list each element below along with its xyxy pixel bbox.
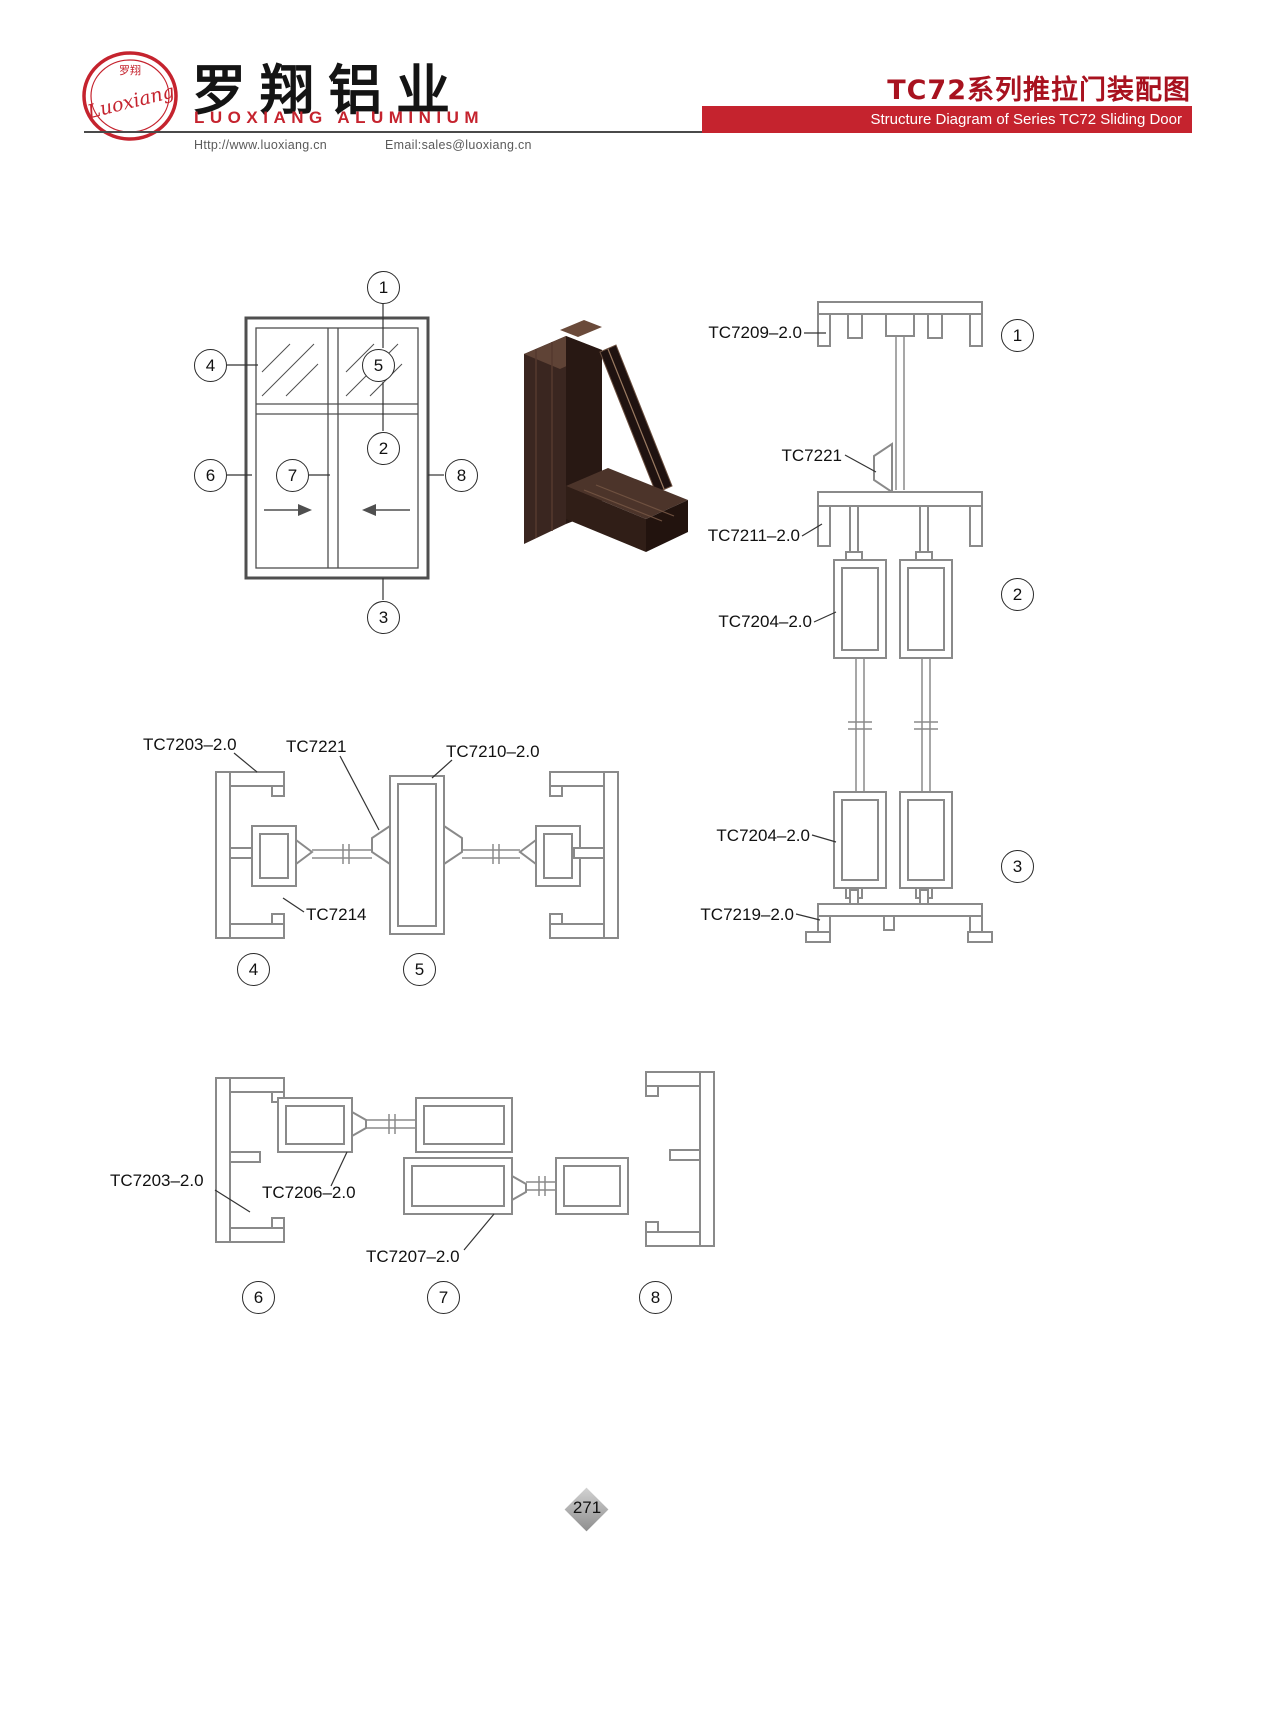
section-bottom-left-jamb <box>215 1077 285 1243</box>
callout-section-7: 7 <box>427 1281 460 1314</box>
page-title-banner: Structure Diagram of Series TC72 Sliding… <box>702 106 1192 133</box>
contact-line: Http://www.luoxiang.cn Email:sales@luoxia… <box>194 138 532 152</box>
label-tc7214: TC7214 <box>306 905 367 924</box>
logo-cn-text: 罗翔 <box>119 63 141 77</box>
callout-section-5: 5 <box>403 953 436 986</box>
label-tc7221-middle: TC7221 <box>286 737 347 756</box>
page-title-english: Structure Diagram of Series TC72 Sliding… <box>870 111 1182 128</box>
label-tc7209: TC7209–2.0 <box>708 323 802 342</box>
sill-3d-top <box>566 468 688 519</box>
brand-name-english: LUOXIANG ALUMINIUM <box>194 108 485 127</box>
section-panel-bottom-rails <box>833 791 953 899</box>
callout-elevation-5: 5 <box>362 349 395 382</box>
slide-arrow-right-icon <box>298 504 312 516</box>
callout-section-1: 1 <box>1001 319 1034 352</box>
label-tc7204-bottom: TC7204–2.0 <box>716 826 810 845</box>
section-panel-top-rails <box>833 551 953 659</box>
brand-logo: 罗翔 Luoxiang <box>80 48 180 144</box>
callout-elevation-2: 2 <box>367 432 400 465</box>
callout-elevation-1: 1 <box>367 271 400 304</box>
elevation-diagram <box>244 316 430 580</box>
label-tc7206: TC7206–2.0 <box>262 1183 356 1202</box>
hook-right <box>443 825 463 865</box>
section-middle-interlock <box>371 775 463 935</box>
label-tc7203-middle: TC7203–2.0 <box>143 735 237 754</box>
callout-elevation-7: 7 <box>276 459 309 492</box>
page-number: 271 <box>572 1498 602 1517</box>
callout-elevation-6: 6 <box>194 459 227 492</box>
corner-clip-tc7221 <box>873 442 893 494</box>
glass-lines-bottom <box>366 1114 556 1196</box>
label-tc7219: TC7219–2.0 <box>700 905 794 924</box>
profile-3d-render <box>524 320 688 552</box>
callout-elevation-8: 8 <box>445 459 478 492</box>
section-bottom-right-jamb <box>645 1071 715 1247</box>
hook-left <box>371 825 391 865</box>
section-middle-left-jamb <box>215 771 314 939</box>
section-middle-right-jamb <box>518 771 619 939</box>
glass-lines-right <box>848 658 938 792</box>
page-number-marker: 271 <box>564 1486 610 1532</box>
leader-lines <box>214 304 877 1251</box>
glass-lines-middle <box>312 844 520 864</box>
callout-section-4: 4 <box>237 953 270 986</box>
header-divider <box>84 131 702 133</box>
callout-section-2: 2 <box>1001 578 1034 611</box>
label-tc7221-right: TC7221 <box>781 446 842 465</box>
section-vertical-head <box>817 301 983 494</box>
callout-section-6: 6 <box>242 1281 275 1314</box>
slide-arrow-left-icon <box>362 504 376 516</box>
section-bottom-panels <box>277 1097 629 1215</box>
callout-section-3: 3 <box>1001 850 1034 883</box>
label-tc7203-bottom: TC7203–2.0 <box>110 1171 204 1190</box>
label-tc7210: TC7210–2.0 <box>446 742 540 761</box>
brand-name-chinese: 罗翔铝业 <box>192 59 464 122</box>
callout-elevation-3: 3 <box>367 601 400 634</box>
callout-elevation-4: 4 <box>194 349 227 382</box>
label-tc7207: TC7207–2.0 <box>366 1247 460 1266</box>
callout-section-8: 8 <box>639 1281 672 1314</box>
logo-emblem-icon: 罗翔 Luoxiang <box>82 51 178 141</box>
page-title-chinese: TC72系列推拉门装配图 <box>887 75 1191 106</box>
section-vertical-sill <box>805 889 993 943</box>
label-tc7211: TC7211–2.0 <box>707 526 800 545</box>
label-tc7204-top: TC7204–2.0 <box>718 612 812 631</box>
section-vertical-track <box>817 491 983 555</box>
website-url: Http://www.luoxiang.cn <box>194 138 328 152</box>
email-address: Email:sales@luoxiang.cn <box>385 138 532 152</box>
